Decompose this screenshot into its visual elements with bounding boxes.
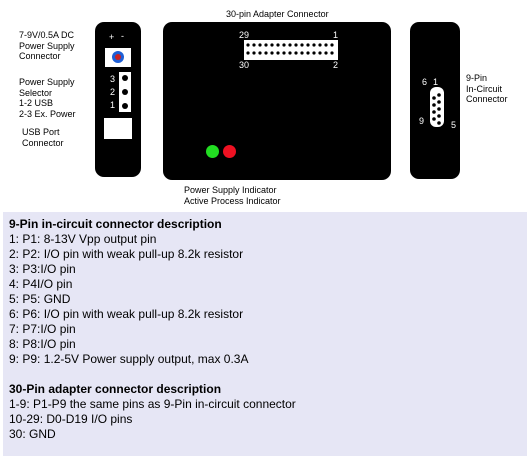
header-pin-30-label: 30 xyxy=(239,60,250,70)
ninepin-label: 9-Pin In-Circuit Connector xyxy=(466,73,508,104)
header-pin-2-label: 2 xyxy=(333,60,339,70)
header-pin-29-label: 29 xyxy=(239,30,250,40)
db9-pin-5-label: 5 xyxy=(451,120,457,130)
selector-pin-1 xyxy=(122,103,128,109)
ninepin-desc-line: 8: P8:I/O pin xyxy=(9,337,76,351)
description-panel: 9-Pin in-circuit connector description 1… xyxy=(3,212,527,456)
usb-port-label: USB Port Connector xyxy=(22,127,64,148)
active-process-led xyxy=(223,145,236,158)
ninepin-desc-line: 5: P5: GND xyxy=(9,292,71,306)
ninepin-panel: 6 1 9 5 xyxy=(410,22,460,179)
main-board: 29 1 30 2 xyxy=(163,22,391,180)
dc-plus-label: + xyxy=(109,32,115,42)
selector-pin-1-label: 1 xyxy=(110,100,116,110)
thirtypin-desc-title: 30-Pin adapter connector description xyxy=(9,382,222,396)
power-selector-label: Power Supply Selector 1-2 USB 2-3 Ex. Po… xyxy=(19,77,76,119)
power-selector-jumper[interactable] xyxy=(119,72,131,112)
adapter-connector-label: 30-pin Adapter Connector xyxy=(226,9,329,19)
ninepin-desc-line: 9: P9: 1.2-5V Power supply output, max 0… xyxy=(9,352,249,366)
power-supply-led xyxy=(206,145,219,158)
ninepin-desc-line: 3: P3:I/O pin xyxy=(9,262,76,276)
ninepin-desc-line: 4: P4I/O pin xyxy=(9,277,73,291)
ninepin-desc-line: 6: P6: I/O pin with weak pull-up 8.2k re… xyxy=(9,307,244,321)
selector-pin-3-label: 3 xyxy=(110,74,116,84)
ninepin-desc-line: 7: P7:I/O pin xyxy=(9,322,76,336)
thirty-pin-header[interactable] xyxy=(244,40,338,60)
thirtypin-desc-line: 10-29: D0-D19 I/O pins xyxy=(9,412,133,426)
ninepin-desc-line: 1: P1: 8-13V Vpp output pin xyxy=(9,232,157,246)
dc-jack-center xyxy=(115,54,121,60)
selector-pin-2 xyxy=(122,89,128,95)
selector-pin-3 xyxy=(122,75,128,81)
thirtypin-desc-line: 1-9: P1-P9 the same pins as 9-Pin in-cir… xyxy=(9,397,296,411)
indicators-label: Power Supply Indicator Active Process In… xyxy=(184,185,281,206)
db9-pin-6-label: 6 xyxy=(422,77,428,87)
db9-pin-1-label: 1 xyxy=(433,77,439,87)
db9-connector[interactable] xyxy=(429,86,445,128)
thirtypin-desc-line: 30: GND xyxy=(9,427,56,441)
usb-port[interactable] xyxy=(104,118,132,139)
header-pin-1-label: 1 xyxy=(333,30,339,40)
dc-minus-label: - xyxy=(121,31,124,41)
power-panel: + - 3 2 1 xyxy=(95,22,141,177)
dc-power-jack[interactable] xyxy=(105,48,131,67)
db9-pin-9-label: 9 xyxy=(419,116,425,126)
ninepin-desc-line: 2: P2: I/O pin with weak pull-up 8.2k re… xyxy=(9,247,244,261)
dc-power-label: 7-9V/0.5A DC Power Supply Connector xyxy=(19,30,75,61)
selector-pin-2-label: 2 xyxy=(110,87,116,97)
ninepin-desc-title: 9-Pin in-circuit connector description xyxy=(9,217,222,231)
